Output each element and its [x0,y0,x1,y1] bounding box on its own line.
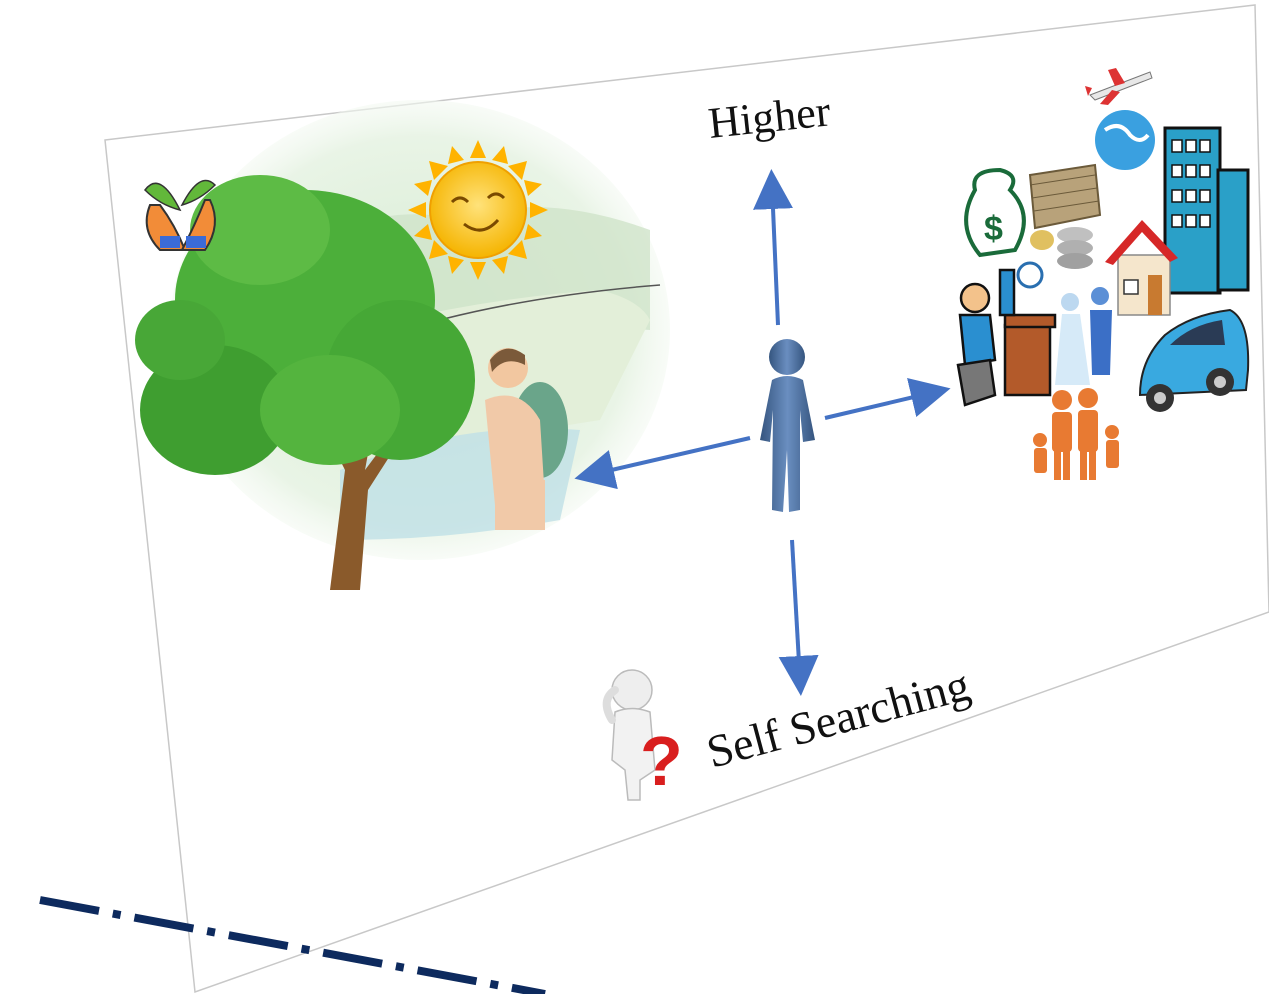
material-life-icon: $ [956,68,1250,480]
couple-icon [1055,287,1112,385]
dash-dot-line [39,896,546,994]
arrow-down [778,539,819,696]
arrow-left [574,436,751,490]
arrow-right [824,378,951,420]
arrow-up [753,169,794,326]
thinking-figure-icon: ? [602,669,683,801]
office-worker-icon [956,261,1057,407]
building-icon [1163,126,1250,295]
family-icon [1033,388,1119,480]
cash-stack-icon [1028,163,1102,269]
car-icon [1138,308,1250,412]
hiker-icon [485,348,568,530]
svg-text:?: ? [640,722,683,800]
sun-icon [408,140,548,280]
plant-hands-icon [144,179,217,251]
direction-arrows [574,169,951,696]
person-icon [760,339,815,512]
house-icon [1105,220,1178,316]
tree-icon [135,175,475,590]
money-bag-icon: $ [964,167,1026,258]
svg-text:$: $ [984,210,1003,248]
globe-icon [1095,110,1155,170]
airplane-icon [1085,68,1153,105]
